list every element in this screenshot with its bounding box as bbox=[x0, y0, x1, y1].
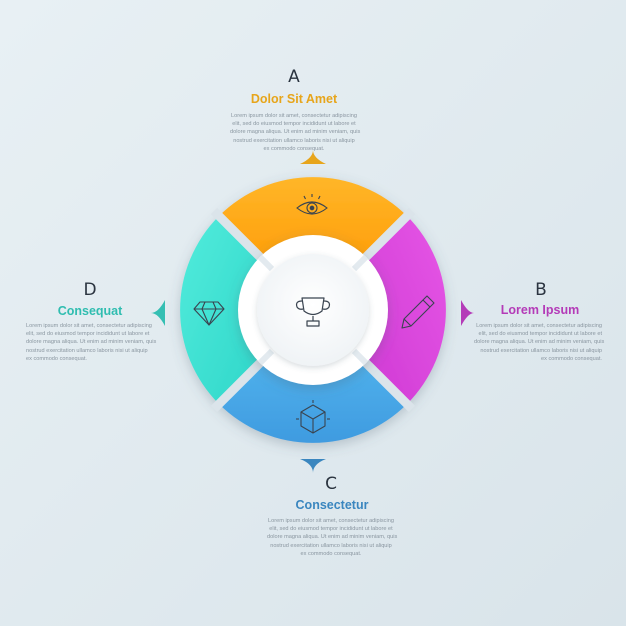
section-a-title: Dolor Sit Amet bbox=[250, 92, 338, 106]
segment-b[interactable] bbox=[363, 216, 446, 404]
pointer-a bbox=[300, 150, 326, 164]
center-disc[interactable] bbox=[257, 254, 369, 366]
section-c-letter: C bbox=[325, 474, 337, 494]
section-c-description: Lorem ipsum dolor sit amet, consectetur … bbox=[267, 518, 398, 557]
pointer-b bbox=[461, 300, 474, 326]
segment-a[interactable] bbox=[219, 177, 407, 260]
pointer-c bbox=[300, 459, 326, 473]
pointer-d bbox=[151, 300, 165, 326]
section-d-description: Lorem ipsum dolor sit amet, consectetur … bbox=[26, 323, 157, 362]
section-a-letter: A bbox=[288, 67, 300, 87]
section-b-letter: B bbox=[535, 280, 547, 300]
segment-separators bbox=[210, 207, 416, 413]
section-d-letter: D bbox=[83, 280, 97, 300]
trophy-icon bbox=[295, 297, 331, 327]
section-b-description: Lorem ipsum dolor sit amet, consectetur … bbox=[474, 323, 605, 362]
section-c-title: Consectetur bbox=[295, 498, 369, 512]
section-a-description: Lorem ipsum dolor sit amet, consectetur … bbox=[230, 113, 361, 152]
eye-icon bbox=[296, 194, 328, 215]
cube-icon bbox=[296, 400, 330, 434]
pencil-icon bbox=[401, 295, 435, 329]
section-d-title: Consequat bbox=[57, 304, 123, 318]
segment-d[interactable] bbox=[180, 216, 263, 404]
diamond-icon bbox=[193, 301, 225, 326]
inner-ring-notches bbox=[257, 254, 369, 366]
section-b-title: Lorem Ipsum bbox=[500, 303, 580, 317]
